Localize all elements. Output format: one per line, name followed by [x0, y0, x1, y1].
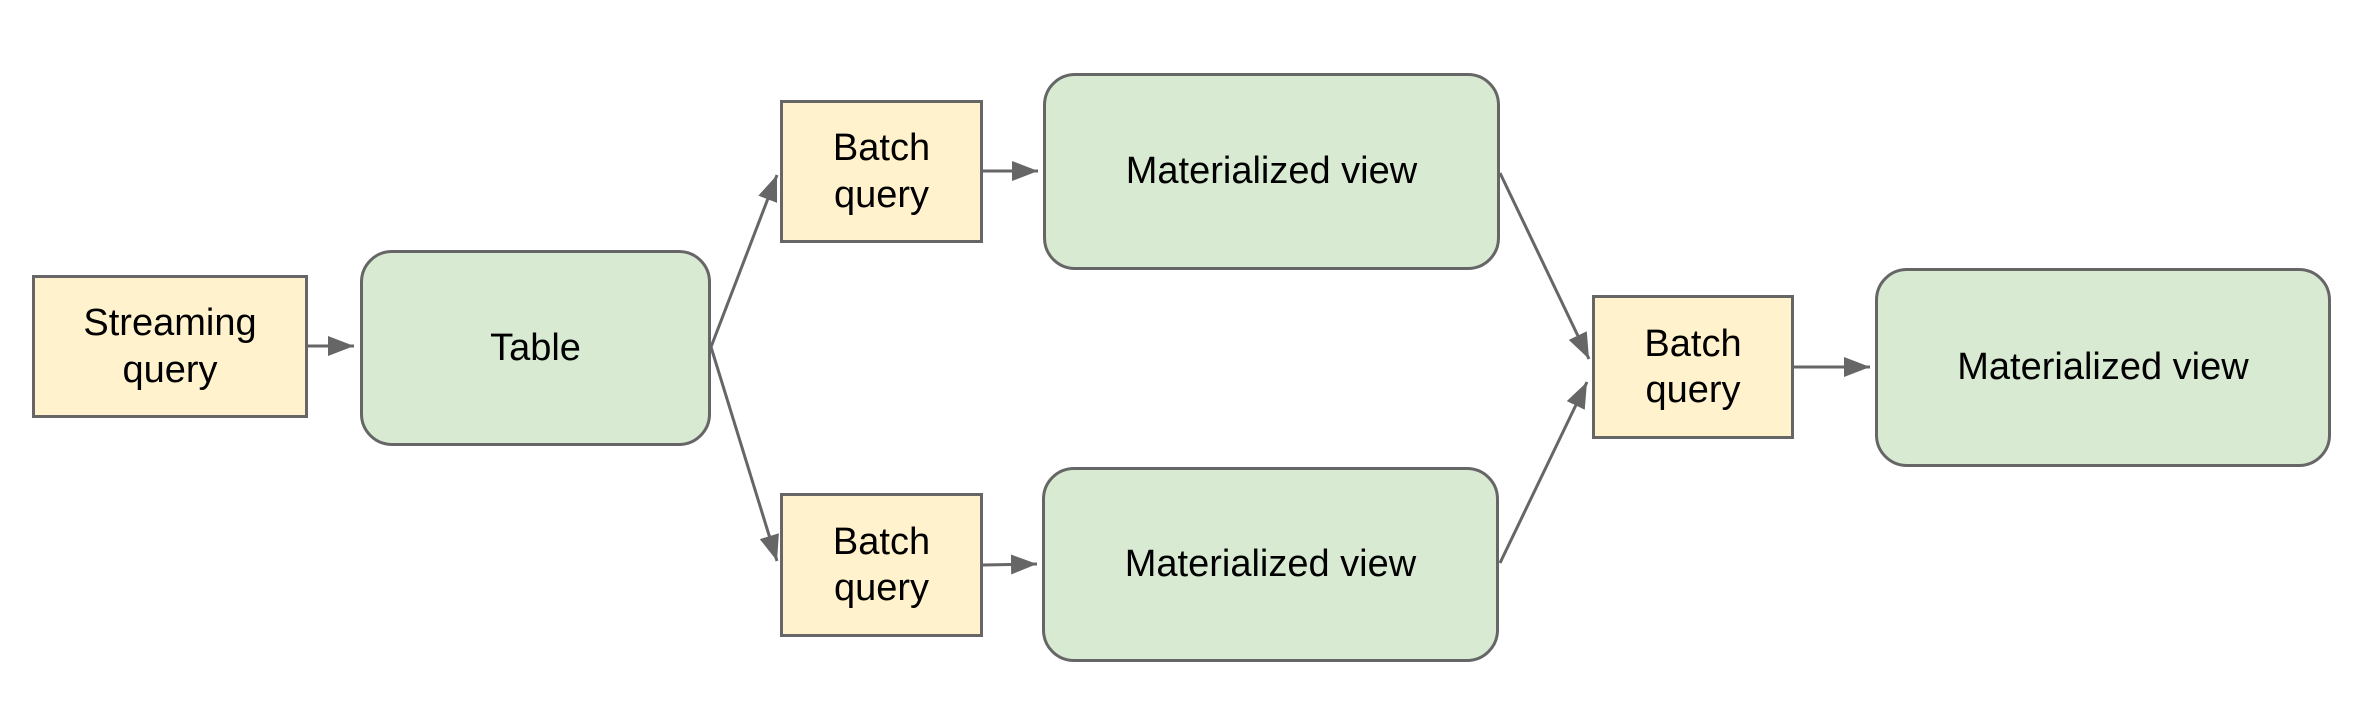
connector-materialized-view-bottom-to-batch-query-right	[1498, 381, 1589, 564]
node-label-materialized-view-top: Materialized view	[1125, 150, 1418, 193]
node-materialized-view-bottom: Materialized view	[1042, 467, 1499, 662]
connector-materialized-view-top-to-batch-query-right	[1498, 172, 1591, 360]
node-materialized-view-top: Materialized view	[1043, 73, 1500, 270]
node-label-materialized-view-right: Materialized view	[1957, 346, 2249, 389]
node-label-materialized-view-bottom: Materialized view	[1124, 543, 1417, 586]
node-materialized-view-right: Materialized view	[1875, 268, 2331, 467]
node-table: Table	[360, 250, 711, 446]
connector-table-to-batch-query-top	[709, 174, 779, 348]
node-batch-query-top: Batch query	[780, 100, 983, 243]
node-label-batch-query-right: Batch query	[1644, 322, 1742, 411]
node-label-table: Table	[490, 326, 581, 369]
node-label-batch-query-top: Batch query	[832, 127, 931, 216]
node-batch-query-right: Batch query	[1592, 295, 1794, 439]
node-batch-query-bottom: Batch query	[780, 493, 983, 637]
node-label-batch-query-bottom: Batch query	[832, 520, 931, 609]
node-label-streaming-query: Streaming query	[83, 302, 257, 391]
connector-table-to-batch-query-bottom	[709, 346, 779, 562]
node-streaming-query: Streaming query	[32, 275, 308, 418]
connector-batch-query-bottom-to-materialized-view-bottom	[982, 554, 1038, 575]
